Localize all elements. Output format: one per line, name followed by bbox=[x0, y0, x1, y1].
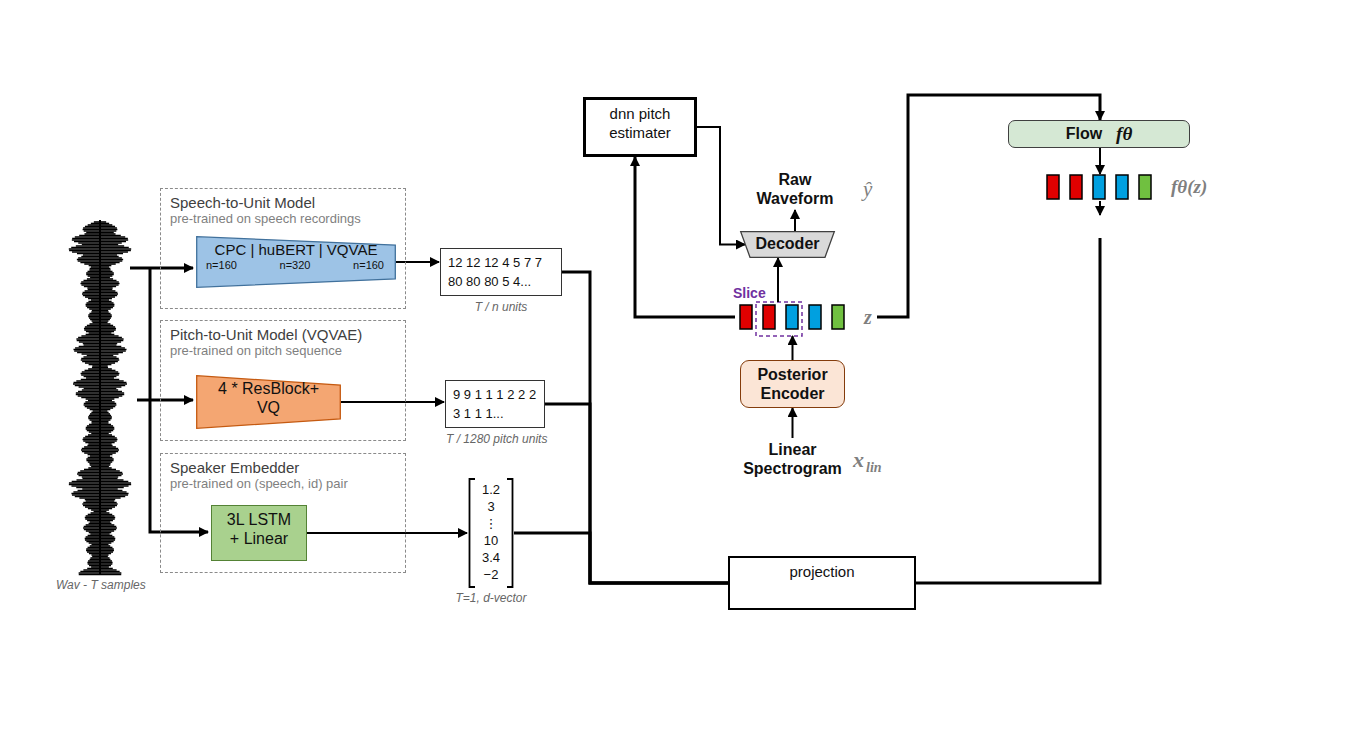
speaker-encoder-text: 3L LSTM + Linear bbox=[222, 510, 296, 548]
pitch-encoder: 4 * ResBlock+ VQ bbox=[196, 375, 341, 429]
unit-rate: n=160 bbox=[353, 259, 384, 271]
output-label: Raw Waveform bbox=[748, 168, 842, 210]
latent-label: z bbox=[864, 306, 872, 329]
pitch-estimator: dnn pitch estimater bbox=[583, 97, 697, 157]
flow-name: Flow bbox=[1066, 125, 1102, 143]
connector bbox=[396, 261, 439, 263]
speech-encoder-text: CPC | huBERT | VQVAE bbox=[215, 240, 378, 259]
connector bbox=[777, 258, 779, 302]
pitch-encoder-text: 4 * ResBlock+ VQ bbox=[206, 379, 331, 417]
unit-rate: n=320 bbox=[280, 259, 311, 271]
connector bbox=[794, 210, 796, 231]
speaker-encoder: 3L LSTM + Linear bbox=[211, 505, 307, 561]
unit-sequence: 9 9 1 1 1 2 2 2 3 1 1 1...T / 1280 pitch… bbox=[445, 380, 545, 428]
connector bbox=[792, 408, 794, 438]
input-line bbox=[137, 399, 193, 402]
encoder-box-text: Posterior Encoder bbox=[751, 365, 834, 403]
unit-rate: n=160 bbox=[206, 259, 237, 271]
model-group: Pitch-to-Unit Model (VQVAE)pre-trained o… bbox=[160, 320, 406, 441]
latent-bars: z bbox=[735, 298, 877, 336]
projection-box-text: projection bbox=[789, 562, 854, 581]
group-subheading: pre-trained on pitch sequence bbox=[170, 343, 362, 358]
latent-bar bbox=[786, 305, 798, 329]
latent-bar bbox=[1093, 175, 1105, 199]
group-heading: Speaker Embedder bbox=[170, 459, 348, 476]
decoder-box-text: Decoder bbox=[755, 234, 819, 253]
connector bbox=[916, 238, 1100, 583]
speech-encoder: CPC | huBERT | VQVAEn=160 n=320 n=160 bbox=[196, 236, 396, 288]
trapezoid bbox=[741, 232, 835, 258]
bracket bbox=[507, 479, 513, 587]
vector-value: 3 bbox=[487, 498, 494, 515]
diagram-text: Linear Spectrogram bbox=[737, 440, 848, 478]
connector bbox=[545, 404, 728, 583]
unit-values: 9 9 1 1 1 2 2 2 3 1 1 1... bbox=[453, 385, 537, 423]
group-heading: Pitch-to-Unit Model (VQVAE) bbox=[170, 326, 362, 343]
d-vector: 1.23⋮103.4−2T=1, d-vector bbox=[468, 478, 514, 588]
slice-label: Slice bbox=[733, 285, 766, 301]
connector bbox=[514, 533, 728, 583]
encoder-box: Posterior Encoder bbox=[740, 360, 845, 408]
latent-bar bbox=[1139, 175, 1151, 199]
flow-symbol: fθ bbox=[1116, 123, 1132, 145]
projection-box: projection bbox=[728, 556, 916, 610]
group-subheading: pre-trained on (speech, id) pair bbox=[170, 476, 348, 491]
output-arrow bbox=[1099, 201, 1101, 215]
input-label: Linear Spectrogram bbox=[735, 438, 850, 482]
vector-value: 1.2 bbox=[482, 481, 500, 498]
connector bbox=[341, 401, 444, 403]
waveform-axis bbox=[99, 220, 101, 575]
diagram-text: Raw Waveform bbox=[750, 170, 840, 208]
trapezoid bbox=[197, 376, 341, 429]
model-group: Speech-to-Unit Modelpre-trained on speec… bbox=[160, 188, 406, 309]
latent-label: fθ(z) bbox=[1171, 176, 1207, 198]
slice-box bbox=[756, 302, 802, 336]
connector bbox=[697, 127, 745, 245]
connector bbox=[562, 272, 728, 583]
connector bbox=[1099, 148, 1101, 174]
input-line bbox=[130, 267, 193, 270]
latent-bar bbox=[809, 305, 821, 329]
vector-value: ⋮ bbox=[485, 515, 498, 532]
pitch-estimator-text: dnn pitch estimater bbox=[596, 104, 684, 142]
sequence-caption: T / 1280 pitch units bbox=[446, 432, 544, 446]
sequence-caption: T / n units bbox=[441, 300, 561, 314]
math-symbol: ŷ bbox=[863, 177, 872, 202]
flow-box: Flowfθ bbox=[1008, 120, 1190, 148]
waveform-caption: Wav - T samples bbox=[56, 578, 146, 592]
latent-bar bbox=[763, 305, 775, 329]
bracket bbox=[470, 479, 476, 587]
group-heading: Speech-to-Unit Model bbox=[170, 194, 361, 211]
latent-bars: fθ(z) bbox=[1040, 172, 1230, 202]
latent-bar bbox=[832, 305, 844, 329]
math-symbol: x bbox=[853, 447, 864, 473]
unit-sequence: 12 12 12 4 5 7 7 80 80 80 5 4...T / n un… bbox=[440, 248, 562, 296]
trapezoid bbox=[197, 237, 396, 288]
latent-bar bbox=[1047, 175, 1059, 199]
connector bbox=[792, 336, 794, 360]
latent-bars bbox=[735, 298, 877, 336]
connector bbox=[307, 532, 467, 534]
decoder-box: Decoder bbox=[740, 231, 835, 258]
latent-bar bbox=[740, 305, 752, 329]
unit-values: 12 12 12 4 5 7 7 80 80 80 5 4... bbox=[448, 253, 554, 291]
group-subheading: pre-trained on speech recordings bbox=[170, 211, 361, 226]
waveform bbox=[69, 220, 131, 575]
vector-value: −2 bbox=[484, 566, 499, 583]
model-group: Speaker Embedderpre-trained on (speech, … bbox=[160, 453, 406, 573]
math-subscript: lin bbox=[866, 460, 882, 476]
vector-caption: T=1, d-vector bbox=[428, 591, 554, 605]
latent-bar bbox=[1116, 175, 1128, 199]
vector-value: 10 bbox=[484, 532, 498, 549]
vector-value: 3.4 bbox=[482, 549, 500, 566]
latent-bar bbox=[1070, 175, 1082, 199]
